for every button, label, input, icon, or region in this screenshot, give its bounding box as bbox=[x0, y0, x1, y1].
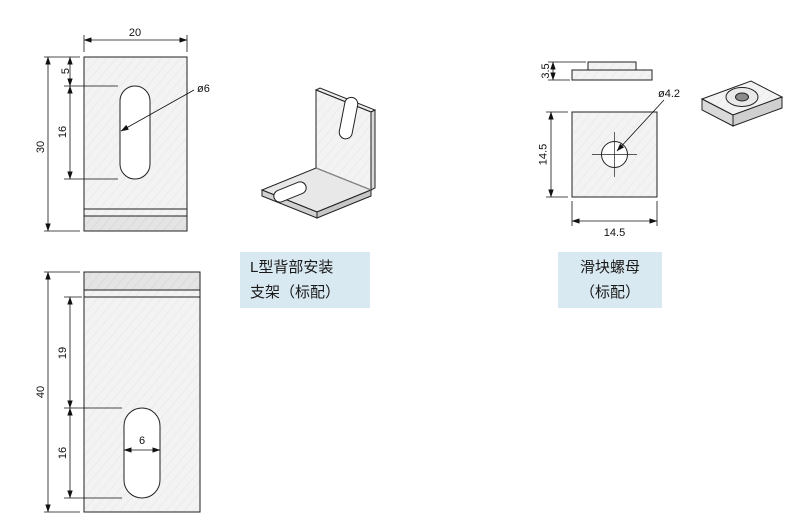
dim-nut-thickness: 3.5 bbox=[540, 63, 552, 78]
nut-side-dims bbox=[548, 61, 586, 81]
nut-label-line1: 滑块螺母 bbox=[579, 259, 640, 276]
dim-plate-bottom-slot: 16 bbox=[57, 447, 69, 459]
dim-nut-width: 14.5 bbox=[604, 227, 625, 239]
bracket-label-line1: L型背部安装 bbox=[250, 259, 334, 276]
dim-nut-hole: ø4.2 bbox=[658, 88, 680, 100]
bracket-label-box: L型背部安装 支架（标配） bbox=[240, 252, 370, 308]
nut-iso-view bbox=[700, 80, 784, 127]
bracket-front-view-long bbox=[83, 271, 201, 513]
dim-plate-top-offset: 5 bbox=[60, 68, 72, 74]
dim-nut-height: 14.5 bbox=[538, 144, 550, 165]
dim-plate-top-hole: ø6 bbox=[197, 83, 210, 95]
dim-plate-top-slot: 16 bbox=[57, 126, 69, 138]
bracket-front-dims bbox=[44, 35, 195, 232]
bracket-front-view bbox=[83, 56, 188, 232]
nut-label-box: 滑块螺母 （标配） bbox=[558, 252, 662, 308]
dim-plate-bottom-slot-width: 6 bbox=[139, 435, 145, 447]
nut-front-dims bbox=[546, 99, 665, 226]
nut-label-line2: （标配） bbox=[579, 284, 640, 301]
dim-plate-bottom-upper: 19 bbox=[57, 347, 69, 359]
bracket-long-dims bbox=[44, 271, 161, 513]
nut-side-view bbox=[571, 61, 653, 81]
bracket-iso-view bbox=[260, 87, 377, 219]
bracket-label-line2: 支架（标配） bbox=[250, 284, 341, 301]
dim-plate-top-height: 30 bbox=[35, 141, 47, 153]
dim-plate-top-width: 20 bbox=[129, 27, 141, 39]
nut-front-view bbox=[571, 111, 658, 198]
dim-plate-bottom-height: 40 bbox=[35, 386, 47, 398]
